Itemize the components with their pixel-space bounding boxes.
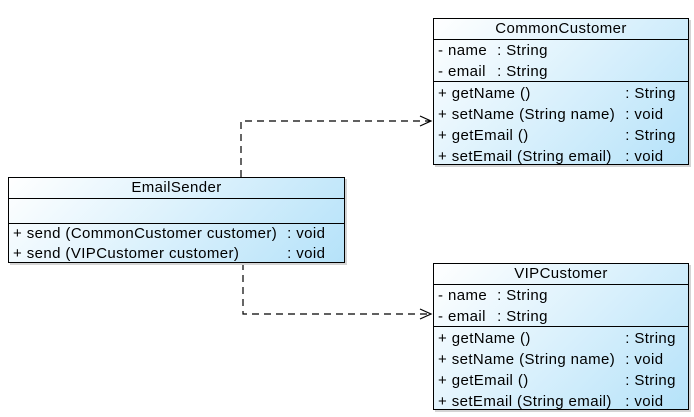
method-signature: + getEmail () (438, 372, 529, 389)
attribute-signature: - email (438, 308, 486, 325)
method-return: : void (625, 148, 664, 165)
dependency-arrow-emailsender-to-commoncustomer[interactable] (240, 115, 433, 177)
methods-compartment: + getName () : String + setName (String … (434, 326, 688, 411)
method-signature: + getEmail () (438, 127, 529, 144)
method-signature: + setName (String name) (438, 351, 616, 368)
method-signature: + setEmail (String email) (438, 148, 612, 165)
attributes-compartment: - name : String - email : String (434, 39, 688, 81)
attribute-signature: - email (438, 63, 486, 80)
class-box-commoncustomer[interactable]: CommonCustomer - name : String - email :… (433, 18, 689, 165)
method-return: : String (625, 127, 676, 144)
method-return: : void (625, 106, 664, 123)
method-signature: + send (VIPCustomer customer) (13, 245, 240, 262)
attributes-compartment-empty (9, 198, 344, 223)
class-name-emailsender: EmailSender (131, 179, 222, 196)
attribute-signature: - name (438, 287, 488, 304)
method-signature: + send (CommonCustomer customer) (13, 225, 278, 242)
attribute-type: : String (497, 287, 548, 304)
attributes-compartment: - name : String - email : String (434, 284, 688, 326)
method-signature: + setEmail (String email) (438, 393, 612, 410)
class-box-emailsender[interactable]: EmailSender + send (CommonCustomer custo… (8, 177, 345, 263)
attribute-type: : String (497, 308, 548, 325)
attribute-signature: - name (438, 42, 488, 59)
open-arrowhead-icon (419, 308, 433, 320)
method-return: : void (287, 245, 326, 262)
method-return: : void (625, 393, 664, 410)
attribute-type: : String (497, 42, 548, 59)
method-signature: + getName () (438, 85, 531, 102)
open-arrowhead-icon (419, 115, 433, 127)
methods-compartment: + getName () : String + setName (String … (434, 81, 688, 166)
method-return: : String (625, 330, 676, 347)
method-signature: + getName () (438, 330, 531, 347)
method-signature: + setName (String name) (438, 106, 616, 123)
method-return: : void (287, 225, 326, 242)
dependency-arrow-emailsender-to-vipcustomer[interactable] (242, 263, 433, 320)
attribute-type: : String (497, 63, 548, 80)
method-return: : String (625, 372, 676, 389)
class-box-vipcustomer[interactable]: VIPCustomer - name : String - email : St… (433, 263, 689, 410)
method-return: : String (625, 85, 676, 102)
class-name-vipcustomer: VIPCustomer (514, 265, 608, 282)
class-name-commoncustomer: CommonCustomer (495, 20, 627, 37)
methods-compartment: + send (CommonCustomer customer) : void … (9, 223, 344, 264)
method-return: : void (625, 351, 664, 368)
